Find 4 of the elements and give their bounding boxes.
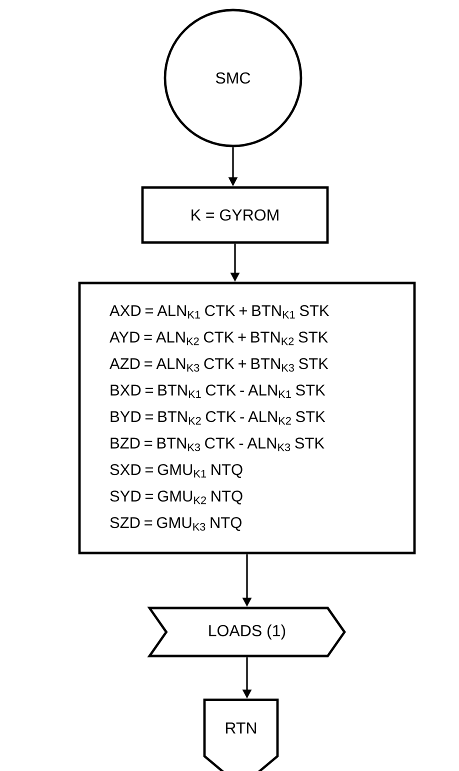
- output-hexagon: LOADS (1): [147, 606, 346, 658]
- process-box: AXD = ALN$_{K1}$ CTK + BTN$_{K1}$ STK AYD = ALN$_{K2}$ CTK + BTN$_{K2}$ STK AZD = ALN$_{K3}$ CTK + BTN$_{K3}$ STK BXD = BTN$_{K1}$ CTK - ALN$_{K1}$ STK BYD = BTN$_{K2}$ CTK - ALN$_{K2}$ STK BZD = BTN$_{K3}$ CTK - ALN$_{K3}$ STK SXD = GMU$_{K1}$ NTQ SYD = GMU$_{K2}$ NTQ SZD = GMU$_{K3}$ NTQ: [78, 282, 416, 554]
- return-pentagon: RTN: [203, 698, 279, 771]
- process-box: K = GYROM: [141, 186, 329, 244]
